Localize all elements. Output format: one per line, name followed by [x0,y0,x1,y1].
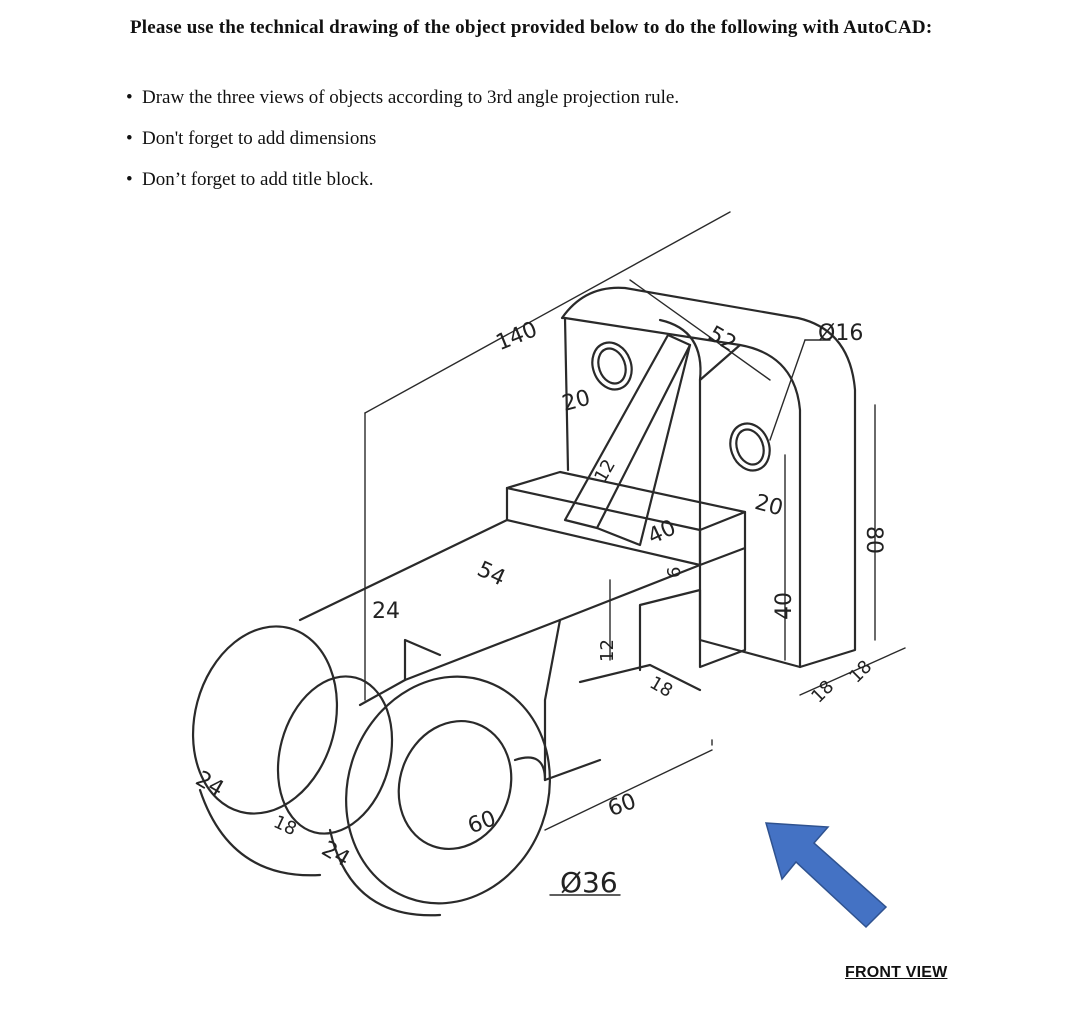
isometric-drawing: 140 20 52 Ø16 12 20 40 6 24 54 12 18 40 … [191,211,906,917]
dimension-label: 54 [473,557,509,591]
dimension-label: 20 [752,490,786,521]
front-view-label: FRONT VIEW [845,964,948,981]
dimension-label: 12 [597,639,618,662]
back-plate [560,286,857,669]
dimension-label: Ø36 [560,866,618,899]
dimension-label: 140 [493,317,541,356]
bullet-icon: • [126,169,133,190]
dimension-label: 52 [704,322,741,358]
dimension-label: 18 [270,812,300,841]
instruction-item: •Don't forget to add dimensions [126,125,679,166]
instruction-item: •Draw the three views of objects accordi… [126,84,679,125]
dimension-label: 24 [372,599,400,624]
front-boss-bore [397,719,513,851]
instruction-heading: Please use the technical drawing of the … [130,17,933,38]
dimension-label: 60 [465,806,500,839]
dimension-label: 40 [772,592,797,620]
dimension-label: 40 [644,515,680,549]
dimension-label: 18 [845,656,876,687]
dimension-label: 18 [807,676,838,707]
dimension-label: 12 [590,456,620,486]
rib [563,333,692,530]
dimension-label: 60 [605,789,640,822]
arrow-shape [764,822,888,929]
plate-hole-upper [591,341,633,391]
dimension-label: 80 [861,526,886,554]
view-direction-arrow-icon [764,822,888,929]
bullet-icon: • [126,87,133,108]
left-boss [191,625,339,815]
instruction-item: •Don’t forget to add title block. [126,166,679,207]
dimension-label: 24 [191,767,228,803]
dimension-label: Ø16 [818,321,863,346]
plate-hole-lower [729,422,771,472]
back-plate-face [563,316,802,669]
dimension-label: 6 [664,567,685,578]
bullet-icon: • [126,128,133,149]
instruction-list: •Draw the three views of objects accordi… [126,84,679,207]
dimension-label: 24 [317,837,354,873]
mid-block [505,470,747,532]
front-boss [345,675,551,905]
dimension-label: 20 [560,385,594,416]
